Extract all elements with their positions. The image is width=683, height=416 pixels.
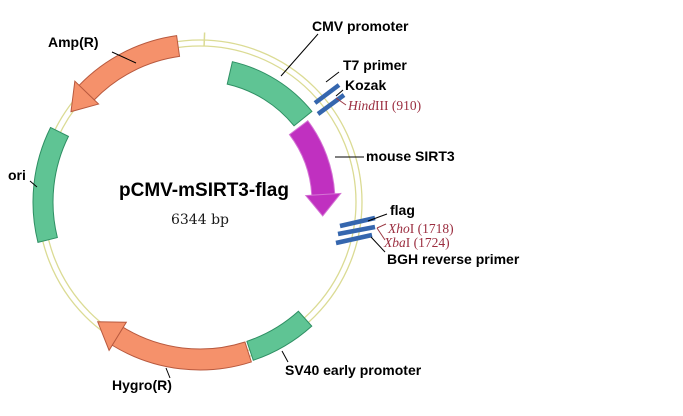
- feature-amp-resistance-arrow: [70, 35, 181, 113]
- plasmid-size-label: 6344 bp: [171, 212, 229, 228]
- hindiii-leader-line: [335, 97, 347, 106]
- xbai-position: I (1724): [406, 235, 450, 250]
- leader-lines: [29, 33, 388, 379]
- xhoi-enzyme-italic: Xho: [387, 221, 410, 236]
- hygro-label: Hygro(R): [112, 377, 172, 393]
- sv40-leader-line: [281, 350, 289, 363]
- kozak-label: Kozak: [345, 77, 386, 93]
- hindiii-enzyme-italic: Hind: [347, 98, 375, 113]
- kozak-leader-line: [335, 89, 344, 97]
- feature-sv40-promoter-band: [246, 310, 313, 361]
- plasmid-title: pCMV-mSIRT3-flag: [119, 180, 289, 201]
- flag-tick: [339, 215, 376, 229]
- xhoi-xbai-tick: [337, 224, 376, 237]
- feature-mouse-sirt3-arrow: [288, 120, 342, 217]
- bgh-leader-line: [370, 236, 386, 253]
- xbai-leader-line: [376, 227, 386, 241]
- feature-hygro-resistance-arrow: [96, 321, 252, 371]
- feature-cmv-promoter-band: [226, 61, 313, 127]
- features: [32, 35, 342, 371]
- bgh-primer-tick: [335, 232, 373, 246]
- amp-label: Amp(R): [48, 34, 99, 50]
- xhoi-site-label: XhoI (1718): [387, 221, 454, 236]
- hygro-leader-line: [165, 367, 171, 379]
- cmv-label: CMV promoter: [312, 18, 409, 34]
- ori-label: ori: [8, 167, 26, 183]
- xhoi-position: I (1718): [410, 221, 454, 236]
- t7-primer-tick: [313, 83, 341, 105]
- labels: pCMV-mSIRT3-flag 6344 bp Amp(R) CMV prom…: [8, 18, 520, 393]
- cmv-leader-line: [280, 33, 319, 77]
- t7-label: T7 primer: [343, 57, 407, 73]
- xbai-site-label: XbaI (1724): [383, 235, 450, 250]
- bgh-label: BGH reverse primer: [387, 251, 520, 267]
- flag-leader-line: [367, 213, 388, 222]
- origin-tick: [203, 32, 206, 46]
- feature-ori-band: [32, 126, 70, 244]
- flag-label: flag: [390, 202, 415, 218]
- kozak-tick: [316, 93, 346, 116]
- sv40-label: SV40 early promoter: [285, 362, 422, 378]
- ori-leader-line: [29, 180, 38, 188]
- feature-ticks: [313, 83, 376, 246]
- hindiii-site-label: HindIII (910): [347, 98, 421, 113]
- xhoi-leader-line: [376, 223, 387, 229]
- sirt3-label: mouse SIRT3: [366, 148, 455, 164]
- hindiii-position: III (910): [375, 98, 421, 113]
- amp-leader-line: [111, 51, 137, 64]
- xbai-enzyme-italic: Xba: [383, 235, 406, 250]
- t7-leader-line: [325, 71, 340, 83]
